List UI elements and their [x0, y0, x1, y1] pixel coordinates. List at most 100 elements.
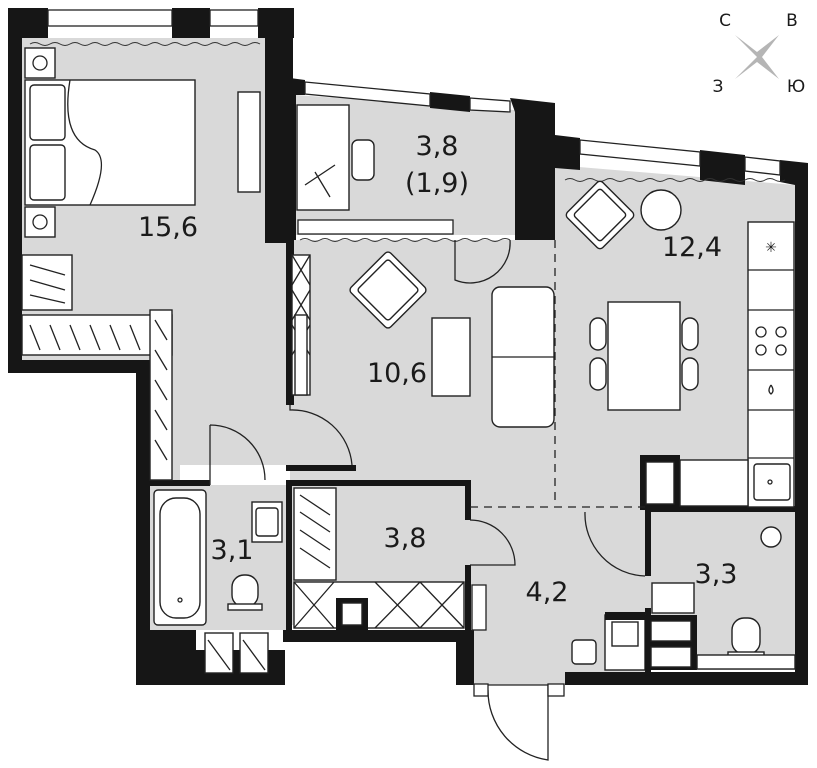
wall	[286, 465, 356, 471]
compass: С В З Ю	[713, 11, 806, 97]
wall	[456, 630, 474, 685]
wall	[286, 480, 471, 486]
blanket	[67, 79, 102, 206]
door-swing	[469, 519, 516, 566]
lamp	[32, 214, 48, 230]
desk-lamp	[304, 164, 336, 198]
window	[471, 584, 487, 631]
toilet	[731, 617, 761, 655]
wall	[265, 8, 293, 243]
tap-icon	[768, 384, 774, 395]
compass-south-label: Ю	[787, 77, 805, 97]
chair	[351, 139, 375, 181]
loggia-floor	[295, 95, 515, 235]
wall	[290, 78, 305, 95]
window	[579, 139, 701, 167]
wall	[283, 630, 473, 642]
stove-burner	[755, 344, 767, 356]
bathroom-furniture	[153, 489, 283, 674]
vent	[204, 632, 234, 674]
stove-burner	[775, 344, 787, 356]
toilet	[231, 574, 259, 608]
window	[469, 97, 511, 113]
wardrobe	[21, 314, 173, 356]
dining-table	[607, 301, 681, 411]
side-table	[640, 189, 682, 231]
bedroom-furniture	[21, 47, 261, 481]
zone-separator	[470, 240, 645, 508]
chair	[589, 317, 607, 351]
storage	[293, 581, 465, 629]
sink-bowl	[255, 507, 279, 537]
wall	[565, 672, 808, 685]
wall	[645, 506, 651, 576]
door-swing	[209, 424, 266, 485]
bathroom-area-label: 3,1	[211, 535, 254, 566]
wall	[8, 8, 48, 38]
hallway-area-label: 4,2	[526, 577, 569, 608]
stove-burner	[775, 326, 787, 338]
wardrobe	[149, 309, 173, 481]
stove-burner	[755, 326, 767, 338]
bedroom-area-label: 15,6	[138, 212, 198, 243]
storage-x	[293, 581, 465, 629]
walls	[8, 8, 808, 685]
coffee-table	[431, 317, 471, 397]
bathtub-inner	[159, 497, 201, 619]
wall	[465, 565, 471, 635]
wall	[555, 135, 580, 170]
living-furniture	[291, 251, 555, 428]
toilet-tank	[227, 603, 263, 611]
wardrobe-area-label: 3,8	[384, 523, 427, 554]
toilet-sink	[651, 582, 695, 614]
wardrobe	[21, 254, 73, 311]
wall	[290, 95, 296, 240]
shaft-inner	[611, 621, 639, 647]
wall	[645, 506, 795, 512]
door-swing	[454, 239, 511, 284]
bath-drain	[177, 597, 183, 603]
compass-east-label: В	[786, 11, 798, 31]
compass-west-label: З	[713, 77, 724, 97]
door-swing	[487, 684, 549, 761]
fridge-icon: ✳	[765, 240, 777, 256]
wall	[286, 480, 292, 630]
loggia-area-label: 3,8	[416, 131, 459, 162]
radiator	[29, 42, 261, 46]
radiator	[299, 238, 511, 242]
door-swing	[584, 511, 646, 577]
wall	[8, 360, 138, 373]
kitchen-area-label: 12,4	[662, 232, 722, 263]
vent-lines	[207, 639, 266, 671]
chair	[589, 357, 607, 391]
tv-stand	[294, 314, 308, 396]
shaft-inner	[650, 620, 692, 642]
drain	[767, 479, 773, 485]
window	[304, 81, 431, 107]
shaft-inner	[650, 646, 692, 668]
washing-machine	[760, 526, 782, 548]
compass-north-label: С	[719, 11, 731, 31]
windows	[47, 9, 781, 631]
shaft-inner	[341, 602, 363, 626]
loggia-area-sub-label: (1,9)	[405, 168, 469, 199]
compass-rose-icon	[735, 35, 779, 79]
window	[744, 156, 781, 176]
nightstand	[24, 206, 56, 238]
armchair	[349, 251, 427, 329]
wall	[136, 630, 196, 685]
entrance-door	[473, 683, 489, 697]
living-floor	[290, 240, 555, 505]
window	[47, 9, 173, 27]
pillow	[29, 144, 66, 201]
doors	[209, 239, 646, 761]
wall	[780, 160, 808, 685]
counter	[696, 654, 796, 670]
window	[209, 9, 259, 27]
door-swing	[289, 405, 353, 466]
lamp	[32, 55, 48, 71]
kitchen-furniture: ✳	[565, 180, 795, 508]
closet-hangers	[299, 494, 331, 569]
chair	[681, 357, 699, 391]
tv-stand	[237, 91, 261, 193]
